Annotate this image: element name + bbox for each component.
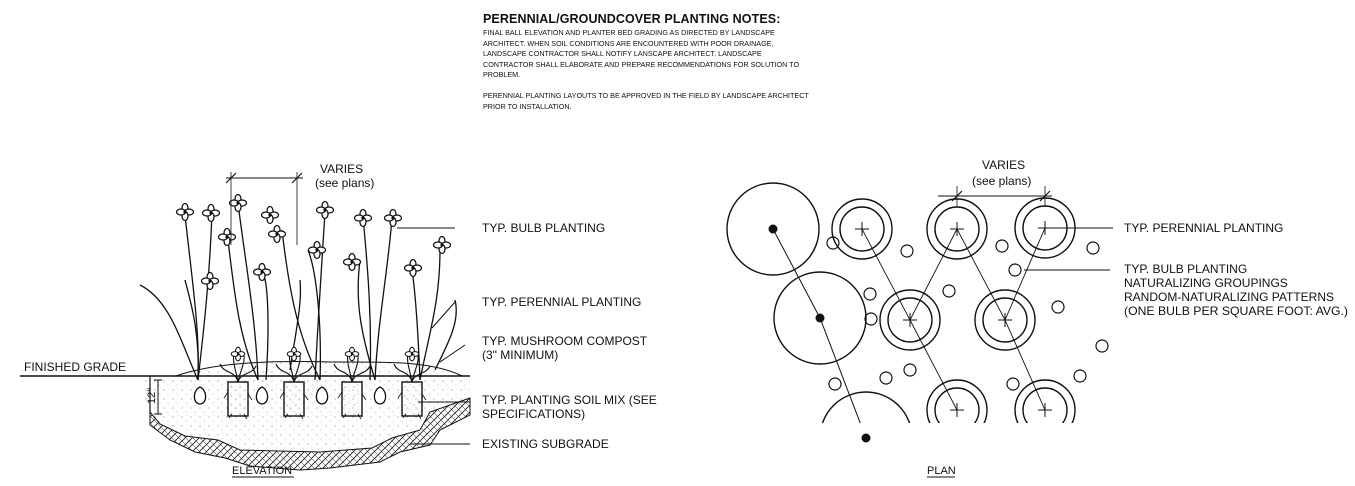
notes-paragraph-1: FINAL BALL ELEVATION AND PLANTER BED GRA… [483, 28, 800, 80]
elevation-drawing: 12" [20, 162, 657, 478]
elev-see-plans-label: (see plans) [315, 176, 374, 190]
elev-callout-compost-1: TYP. MUSHROOM COMPOST [482, 334, 648, 348]
plan-callout-bulb-4: (ONE BULB PER SQUARE FOOT: AVG.) [1124, 304, 1348, 318]
notes-heading: PERENNIAL/GROUNDCOVER PLANTING NOTES: [483, 12, 781, 26]
plan-callout-bulb-3: RANDOM-NATURALIZING PATTERNS [1124, 290, 1334, 304]
plan-callout-bulb-1: TYP. BULB PLANTING [1124, 262, 1247, 276]
elev-callout-bulb: TYP. BULB PLANTING [482, 221, 605, 235]
elev-callout-perennial: TYP. PERENNIAL PLANTING [482, 295, 641, 309]
plan-title: PLAN [927, 465, 956, 477]
planting-notes: PERENNIAL/GROUNDCOVER PLANTING NOTES: FI… [483, 12, 843, 122]
elev-callout-soil-2: SPECIFICATIONS) [482, 407, 585, 421]
elev-callout-compost-2: (3" MINIMUM) [482, 348, 558, 362]
plan-callout-bulb-2: NATURALIZING GROUPINGS [1124, 276, 1288, 290]
notes-paragraph-2: PERENNIAL PLANTING LAYOUTS TO BE APPROVE… [483, 90, 809, 111]
plan-callout-perennial: TYP. PERENNIAL PLANTING [1124, 221, 1283, 235]
plan-drawing: VARIES (see plans) TYP. PERENNIAL PLANTI… [726, 158, 1348, 478]
plan-see-plans-label: (see plans) [972, 174, 1031, 188]
elev-finished-grade-label: FINISHED GRADE [24, 360, 126, 374]
elev-varies-label: VARIES [320, 162, 363, 176]
depth-dimension: 12" [146, 388, 158, 404]
elev-callout-subgrade: EXISTING SUBGRADE [482, 437, 609, 451]
elev-callout-soil-1: TYP. PLANTING SOIL MIX (SEE [482, 393, 657, 407]
elevation-title: ELEVATION [232, 465, 292, 477]
plan-varies-label: VARIES [982, 158, 1025, 172]
